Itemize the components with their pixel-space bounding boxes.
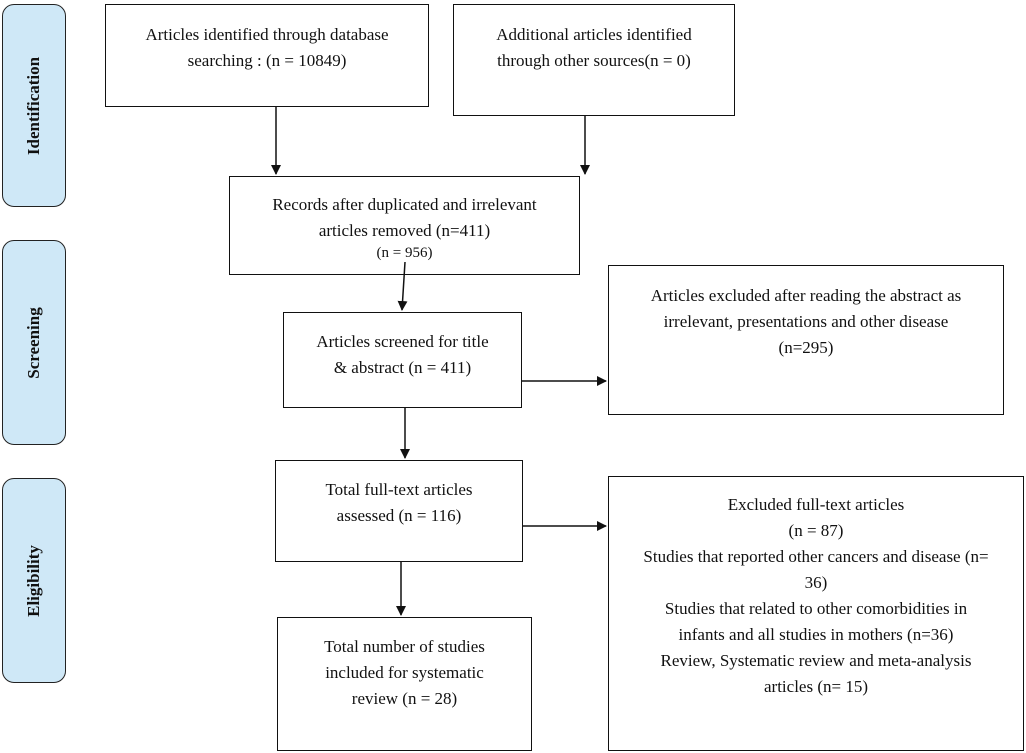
excluded-full-text-line-3: Studies that reported other cancers and … — [643, 547, 989, 566]
included-line-2: included for systematic — [325, 663, 484, 682]
after-duplicates-line-2: articles removed (n=411) — [318, 221, 491, 240]
full-text-box: Total full-text articles assessed (n = 1… — [275, 460, 523, 562]
excluded-full-text-box: Excluded full-text articles (n = 87) Stu… — [608, 476, 1024, 751]
other-sources-box: Additional articles identified through o… — [453, 4, 735, 116]
excluded-abstract-line-3: (n=295) — [778, 338, 834, 357]
other-sources-line-2: through other sources(n = 0) — [497, 51, 691, 70]
full-text-line-2: assessed (n = 116) — [336, 506, 462, 525]
excluded-full-text-line-6: infants and all studies in mothers (n=36… — [678, 625, 954, 644]
screened-line-2: & abstract (n = 411) — [333, 358, 472, 377]
database-search-box: Articles identified through database sea… — [105, 4, 429, 107]
after-duplicates-line-1: Records after duplicated and irrelevant — [272, 195, 537, 214]
included-line-1: Total number of studies — [324, 637, 485, 656]
database-search-line-2: searching : (n = 10849) — [187, 51, 347, 70]
excluded-full-text-line-1: Excluded full-text articles — [727, 495, 905, 514]
stage-screening: Screening — [2, 240, 66, 445]
database-search-line-1: Articles identified through database — [145, 25, 389, 44]
stage-eligibility: Eligibility — [2, 478, 66, 683]
screened-box: Articles screened for title & abstract (… — [283, 312, 522, 408]
stage-identification: Identification — [2, 4, 66, 207]
included-box: Total number of studies included for sys… — [277, 617, 532, 751]
excluded-full-text-line-5: Studies that related to other comorbidit… — [664, 599, 968, 618]
arrow-records-to-screened — [397, 261, 408, 311]
excluded-full-text-line-8: articles (n= 15) — [764, 677, 868, 696]
excluded-abstract-line-2: irrelevant, presentations and other dise… — [663, 312, 949, 331]
included-line-3: review (n = 28) — [351, 689, 458, 708]
excluded-abstract-line-1: Articles excluded after reading the abst… — [650, 286, 962, 305]
other-sources-line-1: Additional articles identified — [496, 25, 692, 44]
excluded-full-text-line-4: 36) — [804, 573, 828, 592]
excluded-abstract-box: Articles excluded after reading the abst… — [608, 265, 1004, 415]
screened-line-1: Articles screened for title — [316, 332, 489, 351]
excluded-full-text-line-7: Review, Systematic review and meta-analy… — [660, 651, 972, 670]
after-duplicates-box: Records after duplicated and irrelevant … — [229, 176, 580, 275]
full-text-line-1: Total full-text articles — [325, 480, 473, 499]
after-duplicates-line-3: (n = 956) — [376, 245, 433, 261]
excluded-full-text-line-2: (n = 87) — [788, 521, 844, 540]
